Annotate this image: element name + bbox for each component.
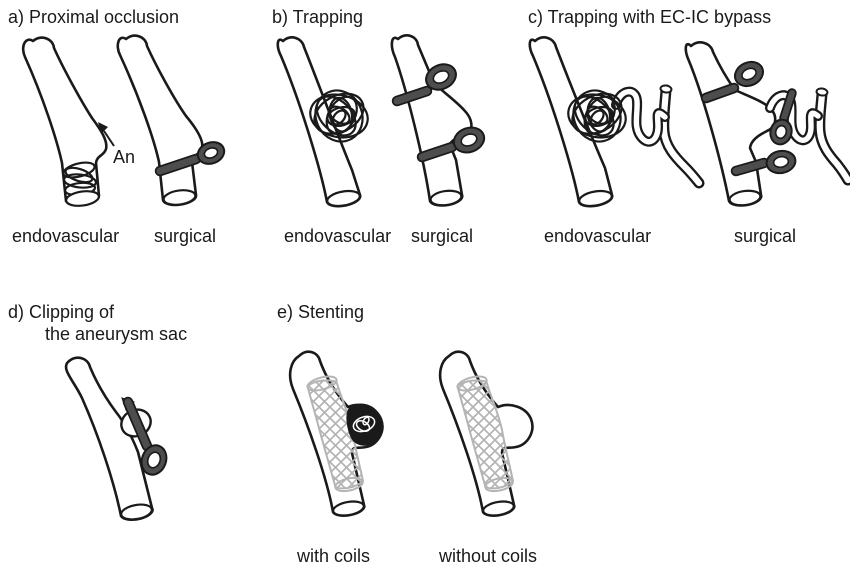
panel-c: c) Trapping with EC-IC bypass endovascul… — [520, 0, 850, 250]
panel-a-endovascular-drawing — [21, 36, 115, 207]
panel-d-drawing — [64, 356, 168, 522]
panel-a: a) Proximal occlusion An endovascular su… — [0, 0, 250, 250]
coil-mass-icon — [346, 403, 384, 446]
panel-e-title: e) Stenting — [277, 302, 365, 322]
vessel-opening — [162, 189, 197, 206]
aneurysm-clip-icon — [154, 141, 226, 177]
vessel-opening — [120, 503, 153, 521]
panel-b: b) Trapping endovascular surgical — [260, 0, 510, 250]
panel-e-with-coils-drawing — [288, 350, 384, 517]
panel-b-title: b) Trapping — [272, 7, 364, 27]
label-a-surgical: surgical — [154, 226, 217, 246]
label-b-endovascular: endovascular — [284, 226, 392, 246]
trapping-clip-top-icon — [700, 60, 765, 104]
panel-b-endovascular-drawing — [276, 36, 373, 208]
vessel-opening — [65, 190, 100, 207]
label-c-endovascular: endovascular — [544, 226, 652, 246]
aneurysm-arrow-icon — [98, 122, 115, 147]
stent-icon — [456, 375, 515, 493]
panel-e: e) Stenting with coils without coils — [270, 285, 580, 566]
panel-e-without-coils-drawing — [438, 350, 534, 517]
label-b-surgical: surgical — [411, 226, 474, 246]
panel-d: d) Clipping of the aneurysm sac — [0, 285, 260, 566]
panel-b-surgical-drawing — [390, 34, 486, 207]
label-a-endovascular: endovascular — [12, 226, 120, 246]
panel-d-title-line2: the aneurysm sac — [45, 324, 188, 344]
aneurysm-annotation: An — [113, 147, 136, 167]
vessel-opening — [332, 500, 365, 517]
panel-c-title: c) Trapping with EC-IC bypass — [528, 7, 772, 27]
panel-a-title: a) Proximal occlusion — [8, 7, 180, 27]
trapping-clip-top-icon — [391, 63, 457, 107]
bypass-graft — [611, 86, 670, 147]
trapping-clip-bottom-icon — [416, 126, 486, 163]
panel-d-title-line1: d) Clipping of — [8, 302, 115, 322]
vessel-opening — [482, 500, 515, 517]
label-c-surgical: surgical — [734, 226, 797, 246]
panel-a-surgical-drawing — [116, 34, 226, 207]
vessel-opening — [728, 189, 762, 207]
sac-clip-icon — [121, 396, 168, 476]
occlusion-coils-icon — [62, 161, 98, 197]
panel-c-endovascular-drawing — [528, 36, 705, 208]
vessel-opening — [578, 189, 613, 208]
panel-c-surgical-drawing — [684, 41, 850, 207]
label-e-with-coils: with coils — [297, 546, 371, 566]
stent-icon — [306, 375, 365, 493]
graft-neck-clip-icon — [769, 88, 797, 146]
label-e-without-coils: without coils — [439, 546, 538, 566]
vessel-opening — [429, 189, 463, 207]
vessel-opening — [326, 189, 361, 208]
trapping-clip-bottom-icon — [730, 149, 797, 177]
